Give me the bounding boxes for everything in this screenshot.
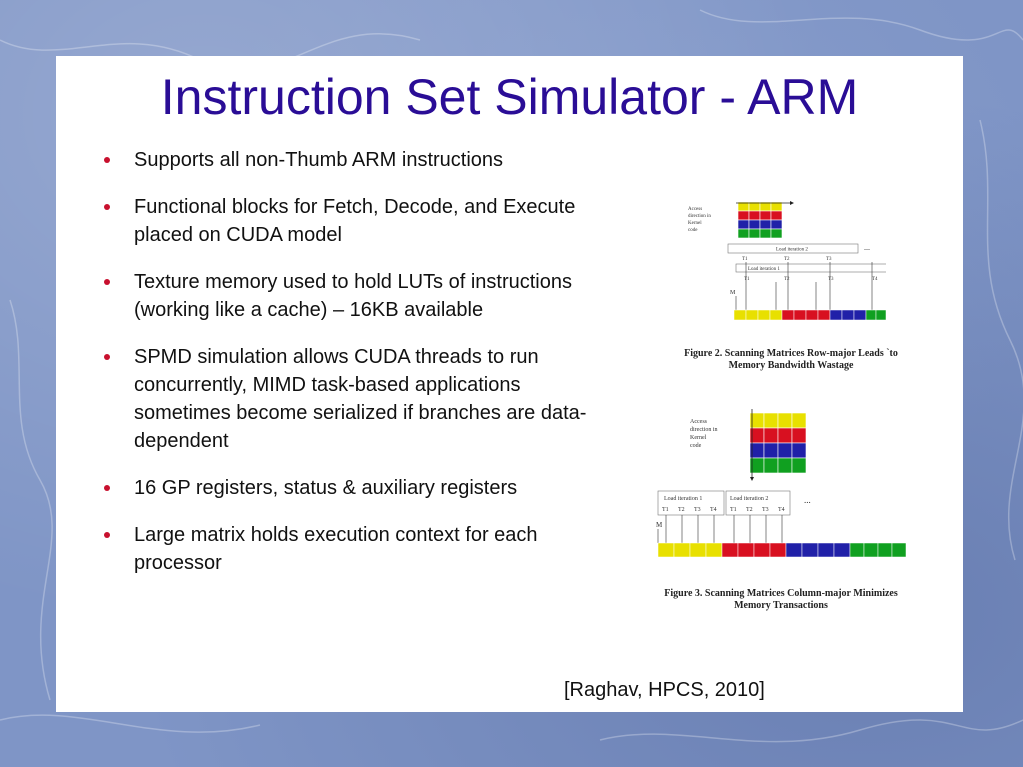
bullet-item: Functional blocks for Fetch, Decode, and… [104, 193, 609, 249]
bullet-item: SPMD simulation allows CUDA threads to r… [104, 343, 609, 455]
fig2-thread-label: T3 [826, 257, 832, 262]
fig2-thread-label: T1 [742, 257, 748, 262]
bullet-item: 16 GP registers, status & auxiliary regi… [104, 474, 609, 502]
fig2-access-label: Access [688, 207, 702, 212]
bullet-item: Supports all non-Thumb ARM instructions [104, 146, 609, 174]
bullet-item: Texture memory used to hold LUTs of inst… [104, 268, 609, 324]
bullet-list: Supports all non-Thumb ARM instructions … [104, 146, 609, 596]
fig3-thread-label: T2 [746, 507, 753, 513]
fig3-memory-row [657, 542, 907, 558]
figure-2-caption-line: Memory Bandwidth Wastage [728, 360, 854, 371]
figure-2-caption-line: Figure 2. Scanning Matrices Row-major Le… [684, 348, 898, 359]
fig3-load-iteration-2: Load iteration 2 [730, 496, 768, 502]
citation: [Raghav, HPCS, 2010] [564, 679, 765, 701]
fig2-access-label: direction in [688, 214, 711, 219]
fig3-access-label: Access [690, 419, 708, 425]
fig3-access-label: Kernel [690, 435, 707, 441]
fig2-thread-label: T3 [828, 277, 834, 282]
fig2-thread-label: T2 [784, 277, 790, 282]
fig2-matrix [737, 201, 783, 239]
figure-2-caption: Figure 2. Scanning Matrices Row-major Le… [631, 348, 951, 372]
fig2-m-label: M [730, 290, 736, 296]
slide-title: Instruction Set Simulator - ARM [160, 69, 859, 125]
fig3-access-label: code [690, 443, 702, 449]
fig2-memory-row [733, 309, 886, 321]
slide: Instruction Set Simulator - ARM Supports… [56, 56, 963, 712]
figure-3-caption: Figure 3. Scanning Matrices Column-major… [616, 588, 946, 612]
fig2-access-label: code [688, 228, 698, 233]
fig3-matrix [749, 412, 807, 474]
fig2-load-iteration-1: Load iteration 1 [748, 267, 780, 272]
fig2-thread-label: T4 [872, 277, 878, 282]
fig2-thread-label: T1 [744, 277, 750, 282]
fig3-thread-label: T4 [710, 507, 717, 513]
fig3-access-label: direction in [690, 427, 718, 433]
fig3-load-iteration-1: Load iteration 1 [664, 496, 702, 502]
fig3-thread-label: T4 [778, 507, 785, 513]
fig2-ellipsis: ... [864, 243, 870, 252]
fig3-m-label: M [656, 521, 663, 529]
figure-2-diagram: Access direction in Kernel code Load ite… [676, 194, 886, 329]
fig2-access-label: Kernel [688, 221, 702, 226]
fig3-thread-label: T1 [730, 507, 737, 513]
bullet-item: Large matrix holds execution context for… [104, 521, 609, 577]
fig2-load-iteration-2: Load iteration 2 [776, 248, 808, 253]
fig3-thread-label: T3 [762, 507, 769, 513]
figure-3-caption-line: Figure 3. Scanning Matrices Column-major… [664, 588, 898, 599]
fig3-ellipsis: ... [804, 495, 811, 505]
figure-3-diagram: Access direction in Kernel code Load ite… [654, 403, 909, 563]
fig3-thread-label: T2 [678, 507, 685, 513]
fig2-thread-label: T2 [784, 257, 790, 262]
fig3-thread-label: T1 [662, 507, 669, 513]
fig3-thread-label: T3 [694, 507, 701, 513]
figure-3-caption-line: Memory Transactions [734, 600, 828, 611]
